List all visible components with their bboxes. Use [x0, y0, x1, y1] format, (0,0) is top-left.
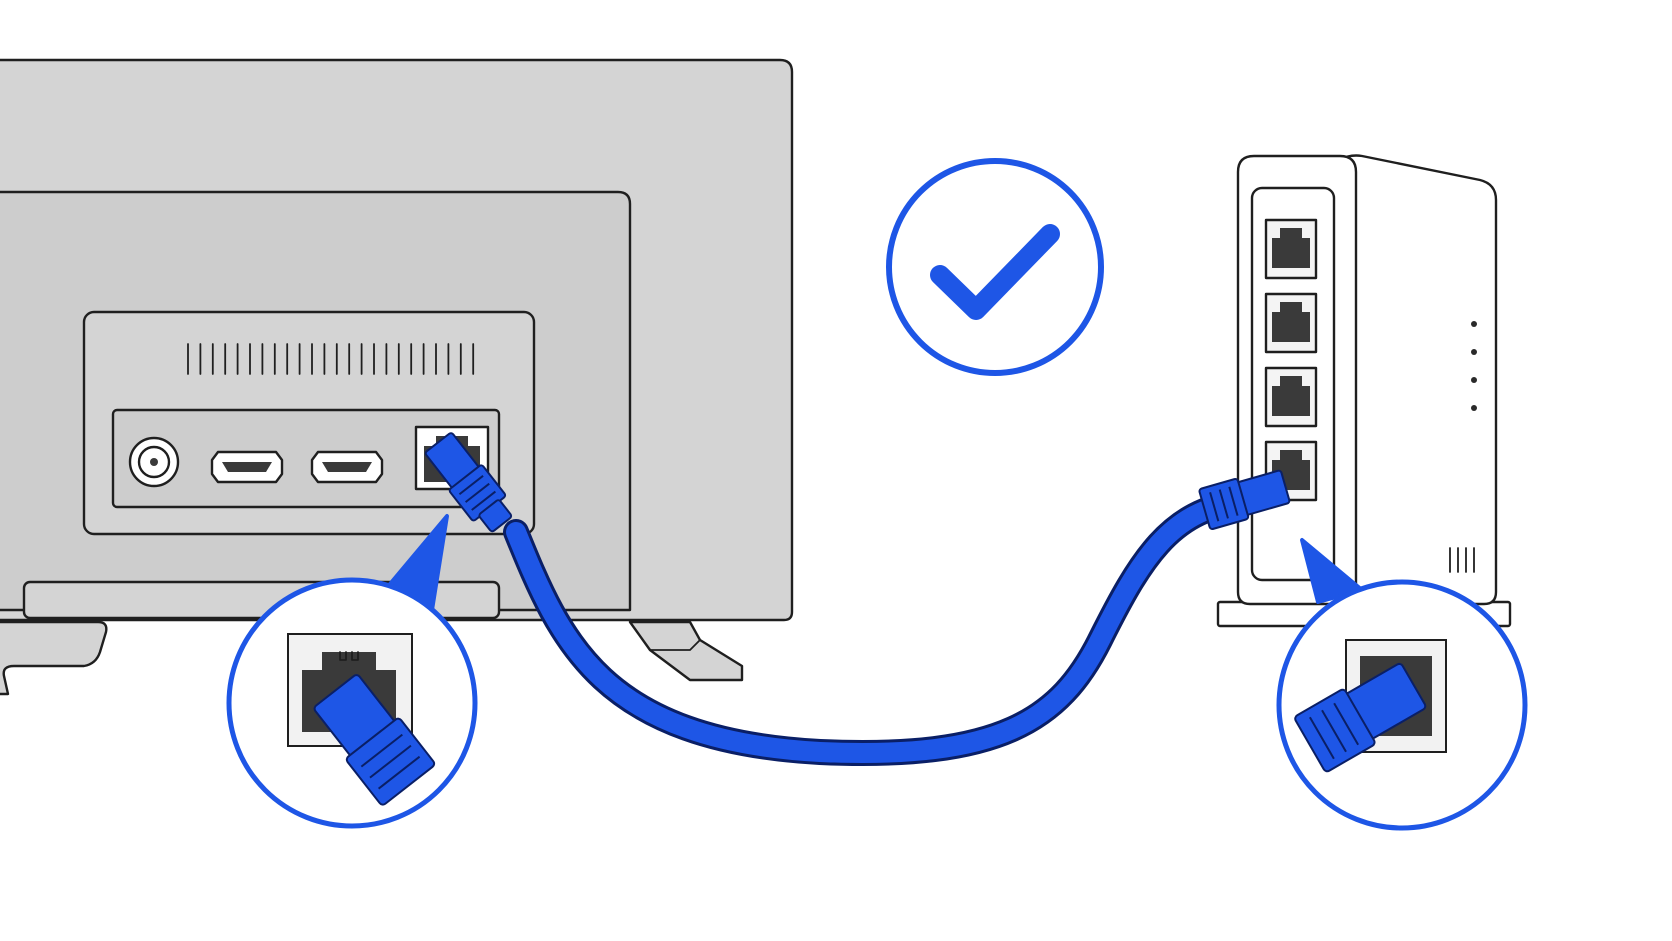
hdmi-port-icon — [310, 450, 384, 484]
tv-port-strip — [111, 408, 501, 509]
ethernet-port-zoom-icon — [1276, 538, 1528, 831]
ethernet-plug-tv-side — [424, 432, 513, 533]
router-ethernet-port-icon — [1264, 366, 1318, 428]
router-vent-slots — [1449, 547, 1475, 573]
router-icon — [1216, 154, 1512, 628]
ethernet-cable-icon — [503, 489, 1253, 766]
ethernet-plug-router-side — [1198, 469, 1291, 530]
router-status-led — [1471, 405, 1477, 411]
router-ethernet-port-icon — [1264, 218, 1318, 280]
router-status-led — [1471, 377, 1477, 383]
hdmi-port-icon — [210, 450, 284, 484]
checkmark-icon — [886, 158, 1104, 376]
router-status-led — [1471, 321, 1477, 327]
ethernet-port-zoom-icon — [226, 514, 478, 829]
router-status-leds — [1471, 321, 1477, 411]
coax-port-icon — [128, 436, 180, 488]
router-status-led — [1471, 349, 1477, 355]
router-ethernet-port-icon — [1264, 292, 1318, 354]
router-port-column — [1264, 218, 1318, 502]
tv-vent-slots — [187, 343, 475, 375]
